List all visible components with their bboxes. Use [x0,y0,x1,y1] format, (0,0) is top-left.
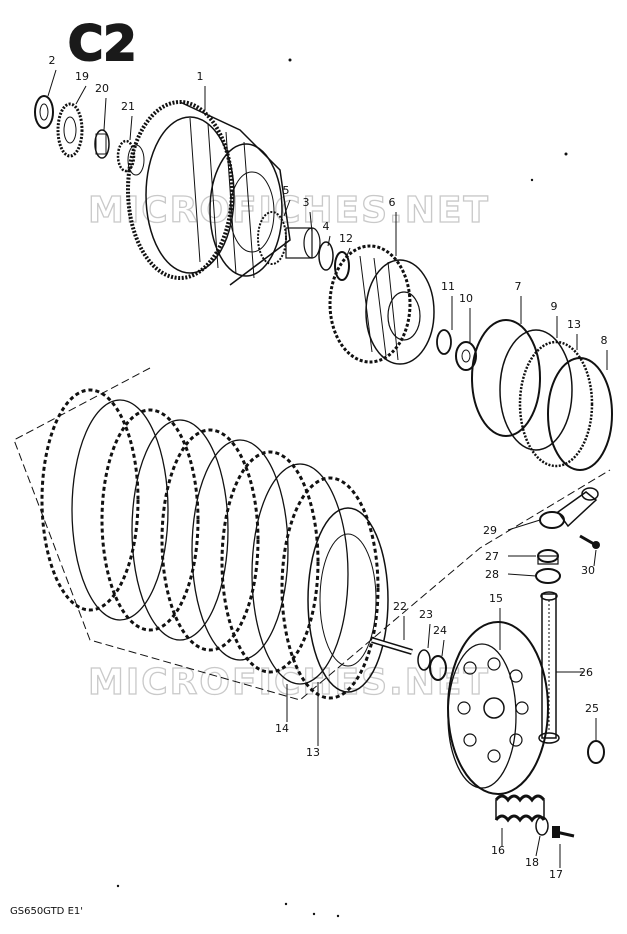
washer-12 [334,251,350,281]
bushing-27 [537,549,559,565]
clutch-spring-16 [494,794,546,823]
clutch-housing-1 [126,100,291,286]
part-label-23: 23 [419,608,433,621]
driven-plate-8 [547,357,613,471]
part-label-4: 4 [323,220,330,233]
clutch-sleeve-hub-6 [328,244,435,365]
part-label-14: 14 [275,722,289,735]
part-label-25: 25 [585,702,599,715]
part-label-1: 1 [197,70,204,83]
spacer-20 [94,129,110,159]
leader-line-19 [75,85,87,105]
part-labels: 1234567891011121313141516171819202122232… [49,54,608,881]
part-label-13: 13 [306,746,320,759]
pressure-plate-15 [447,621,549,795]
part-label-28: 28 [485,568,499,581]
primary-driven-gear-19 [56,102,84,158]
leader-line-21 [129,115,133,141]
section-code: C2 [68,16,137,72]
oil-seal-28 [535,568,561,584]
clutch-plate-stack [40,388,389,700]
part-label-11: 11 [441,280,455,293]
scan-specks [116,58,568,918]
leader-line-12 [345,247,351,259]
part-label-17: 17 [549,868,563,881]
spring-washer-seat-9 [499,329,573,451]
part-label-6: 6 [389,196,396,209]
washer-4 [318,241,334,271]
leader-lines [47,69,608,868]
release-pinion-29 [539,487,599,529]
leader-line-20 [103,97,107,131]
leader-line-23 [427,623,431,649]
leader-line-3 [309,211,313,233]
bearing-24 [429,655,447,681]
part-label-8: 8 [601,334,608,347]
leader-line-4 [327,235,331,247]
part-label-15: 15 [489,592,503,605]
leader-line-24 [441,639,445,657]
part-label-20: 20 [95,82,109,95]
part-label-10: 10 [459,292,473,305]
part-label-18: 18 [525,856,539,869]
part-label-19: 19 [75,70,89,83]
spring-washer-7 [471,319,541,437]
clutch-hub-nut-10 [455,341,477,371]
part-label-26: 26 [579,666,593,679]
lock-washer-11 [436,329,452,355]
leader-line-18 [535,835,541,857]
part-label-24: 24 [433,624,447,637]
leader-line-5 [283,199,291,217]
part-label-2: 2 [49,54,56,67]
part-label-21: 21 [121,100,135,113]
leader-line-30 [593,549,597,567]
part-label-29: 29 [483,524,497,537]
push-rod-22 [371,637,413,655]
part-label-13: 13 [567,318,581,331]
leader-line-29 [507,519,541,531]
leader-line-2 [47,69,57,97]
clutch-release-rack-26 [538,591,560,744]
part-label-7: 7 [515,280,522,293]
bearing-3 [285,227,321,259]
thrust-washer-2 [34,95,54,129]
drive-plate-13-top [518,340,594,468]
washer-25 [587,740,605,764]
plate-stack-bracket [13,367,611,701]
part-label-5: 5 [283,184,290,197]
part-label-9: 9 [551,300,558,313]
part-label-12: 12 [339,232,353,245]
part-label-30: 30 [581,564,595,577]
screw-30 [579,534,600,549]
leader-line-28 [507,573,537,577]
part-label-22: 22 [393,600,407,613]
part-label-27: 27 [485,550,499,563]
needle-bearing-21 [116,139,145,176]
spring-bolt-17 [552,826,575,838]
part-label-3: 3 [303,196,310,209]
model-code: GS650GTD E1' [10,906,83,917]
part-label-16: 16 [491,844,505,857]
washer-18 [535,816,549,836]
washer-23 [417,649,431,671]
